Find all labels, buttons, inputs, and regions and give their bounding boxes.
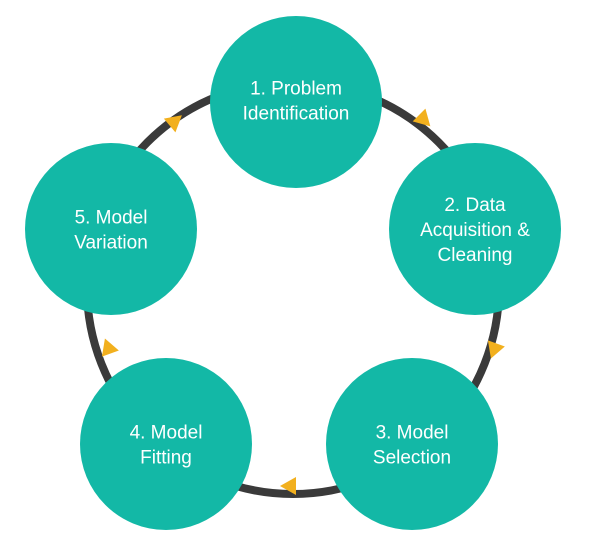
step-3-circle [326, 358, 498, 530]
step-5-label-line-1: 5. Model [75, 208, 148, 229]
step-1-label-line-1: 1. Problem [250, 79, 342, 100]
step-2-label-line-2: Acquisition & [420, 220, 530, 241]
arrow-3-icon [280, 477, 296, 495]
step-4-label-line-1: 4. Model [130, 423, 203, 444]
arrow-2-icon [487, 340, 505, 359]
step-2-label-line-1: 2. Data [444, 195, 506, 216]
step-4-label-line-2: Fitting [140, 448, 192, 469]
step-3-label-line-1: 3. Model [376, 423, 449, 444]
step-2-circle [389, 143, 561, 315]
step-1-circle [210, 16, 382, 188]
arrow-4-icon [101, 338, 119, 357]
step-3-label-line-2: Selection [373, 448, 451, 469]
step-4-circle [80, 358, 252, 530]
arrows-layer [101, 108, 505, 495]
step-1-label-line-2: Identification [243, 104, 350, 125]
arrow-5-icon [163, 115, 182, 133]
step-2-label-line-3: Cleaning [438, 245, 513, 266]
arrow-1-icon [412, 108, 431, 127]
step-5-circle [25, 143, 197, 315]
step-5-label-line-2: Variation [74, 233, 148, 254]
